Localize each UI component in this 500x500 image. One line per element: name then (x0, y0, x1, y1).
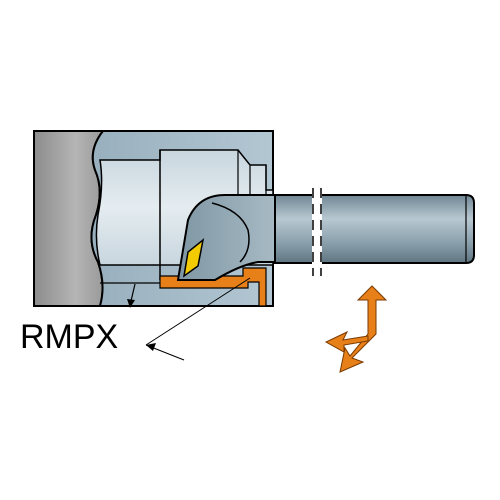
leader-arrowhead (127, 299, 135, 308)
label-leader-arrowhead (146, 343, 156, 351)
tool-shank (274, 194, 475, 264)
tool-head-groove (211, 202, 250, 263)
leader-arrow (130, 283, 136, 302)
label-leader-line (145, 277, 251, 346)
designation-label: RMPX (20, 318, 118, 356)
cutting-insert (182, 238, 205, 278)
shank-break-gap (312, 188, 322, 272)
feed-direction-arrows-icon (324, 285, 388, 373)
tool-head (176, 194, 276, 281)
